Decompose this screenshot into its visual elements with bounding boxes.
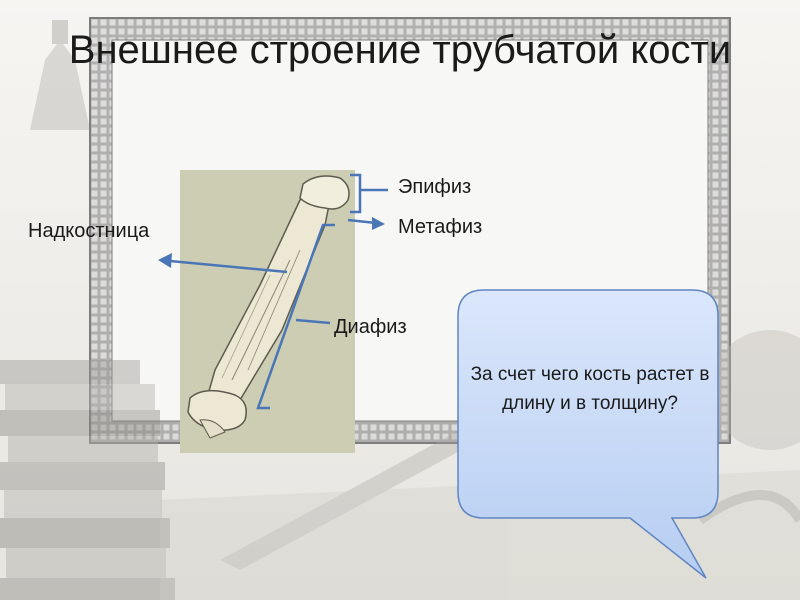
globe-object (697, 330, 800, 525)
label-metaphysis: Метафиз (398, 216, 483, 238)
label-diaphysis: Диафиз (334, 316, 407, 338)
pointer-lines (158, 173, 388, 410)
bone-illustration (180, 170, 355, 453)
speech-bubble (457, 289, 719, 579)
callout-question: За счет чего кость растет в длину и в то… (470, 364, 710, 414)
slide-title: Внешнее строение трубчатой кости (68, 28, 732, 72)
label-epiphysis: Эпифиз (398, 176, 472, 198)
books-stack (0, 360, 175, 600)
label-periosteum: Надкостница (28, 220, 150, 242)
bell-object (30, 20, 90, 130)
